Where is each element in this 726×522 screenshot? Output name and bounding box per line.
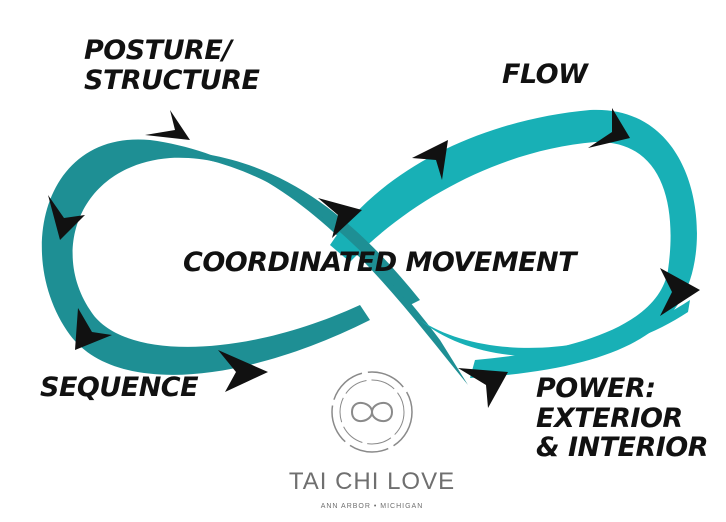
label-sequence: SEQUENCE [40, 372, 199, 403]
inner-ribbon-right [420, 300, 690, 357]
arrowhead-right-side [660, 268, 700, 316]
label-power: POWER: EXTERIOR & INTERIOR [536, 373, 709, 464]
right-loop-band [330, 109, 697, 378]
label-power-line1: POWER: [536, 373, 656, 404]
left-loop-band [41, 139, 468, 385]
label-power-line2: EXTERIOR [536, 402, 683, 434]
label-coordinated-movement: COORDINATED MOVEMENT [183, 247, 577, 278]
arrowhead-flow-left [412, 140, 448, 180]
arrowhead-center [318, 198, 362, 238]
arrowhead-power [458, 368, 508, 408]
arrowhead-left-side [48, 195, 85, 240]
inner-ribbon-left [150, 149, 420, 305]
label-flow: FLOW [502, 59, 588, 90]
label-power-line3: & INTERIOR [536, 432, 709, 464]
label-posture-structure: POSTURE/ STRUCTURE [84, 35, 260, 96]
label-posture-line2: STRUCTURE [84, 64, 260, 96]
brand-name: TAI CHI LOVE [288, 468, 456, 495]
label-posture-line1: POSTURE/ [84, 35, 232, 66]
arrowhead-flow-right [588, 108, 630, 148]
arrowhead-sequence [218, 350, 268, 392]
arrowhead-posture [145, 110, 190, 140]
brand-logo-icon [331, 371, 413, 453]
arrowhead-lower-left [75, 308, 112, 350]
brand-tagline: ANN ARBOR • MICHIGAN [320, 503, 424, 510]
